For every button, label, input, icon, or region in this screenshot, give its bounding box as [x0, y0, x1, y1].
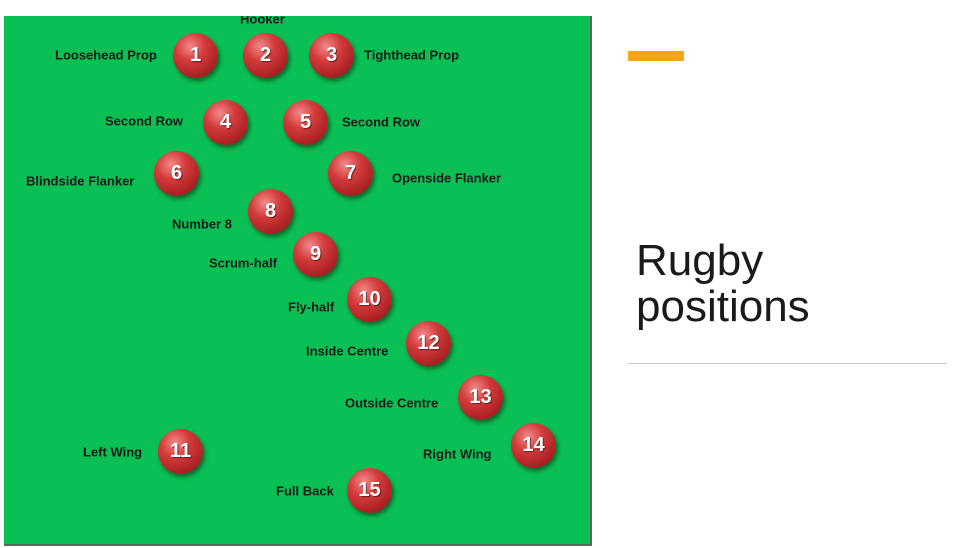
label-right-wing: Right Wing: [423, 446, 492, 462]
player-10-marker: 10: [347, 277, 392, 322]
label-outside-centre: Outside Centre: [345, 395, 439, 411]
player-4-marker: 4: [203, 100, 248, 145]
label-scrum-half: Scrum-half: [209, 255, 277, 271]
player-12-marker: 12: [406, 321, 451, 366]
player-1-marker: 1: [173, 33, 218, 78]
player-6-marker: 6: [154, 151, 199, 196]
label-number-8: Number 8: [172, 216, 232, 232]
title-line-2: positions: [636, 282, 810, 331]
player-9-marker: 9: [293, 232, 338, 277]
player-11-marker: 11: [158, 429, 203, 474]
label-full-back: Full Back: [276, 483, 334, 499]
title-divider: [628, 363, 946, 364]
player-3-marker: 3: [309, 33, 354, 78]
title-line-1: Rugby: [636, 236, 764, 285]
slide-title: Rugby positions: [636, 238, 956, 330]
player-2-marker: 2: [243, 33, 288, 78]
player-7-marker: 7: [328, 151, 373, 196]
player-13-marker: 13: [458, 375, 503, 420]
player-5-marker: 5: [283, 100, 328, 145]
label-openside-flanker: Openside Flanker: [392, 170, 502, 186]
label-inside-centre: Inside Centre: [306, 343, 389, 359]
label-second-row-right: Second Row: [342, 114, 421, 130]
player-8-marker: 8: [248, 189, 293, 234]
label-blindside-flanker: Blindside Flanker: [26, 173, 135, 189]
rugby-field: 1 Loosehead Prop 2 Hooker 3 Tighthead Pr…: [4, 16, 592, 546]
player-14-marker: 14: [511, 423, 556, 468]
label-tighthead-prop: Tighthead Prop: [364, 47, 460, 63]
label-hooker: Hooker: [240, 16, 285, 27]
player-15-marker: 15: [347, 468, 392, 513]
label-left-wing: Left Wing: [83, 444, 143, 460]
label-fly-half: Fly-half: [288, 299, 335, 315]
label-second-row-left: Second Row: [105, 113, 184, 129]
label-loosehead-prop: Loosehead Prop: [55, 47, 157, 63]
accent-bar: [628, 51, 684, 61]
